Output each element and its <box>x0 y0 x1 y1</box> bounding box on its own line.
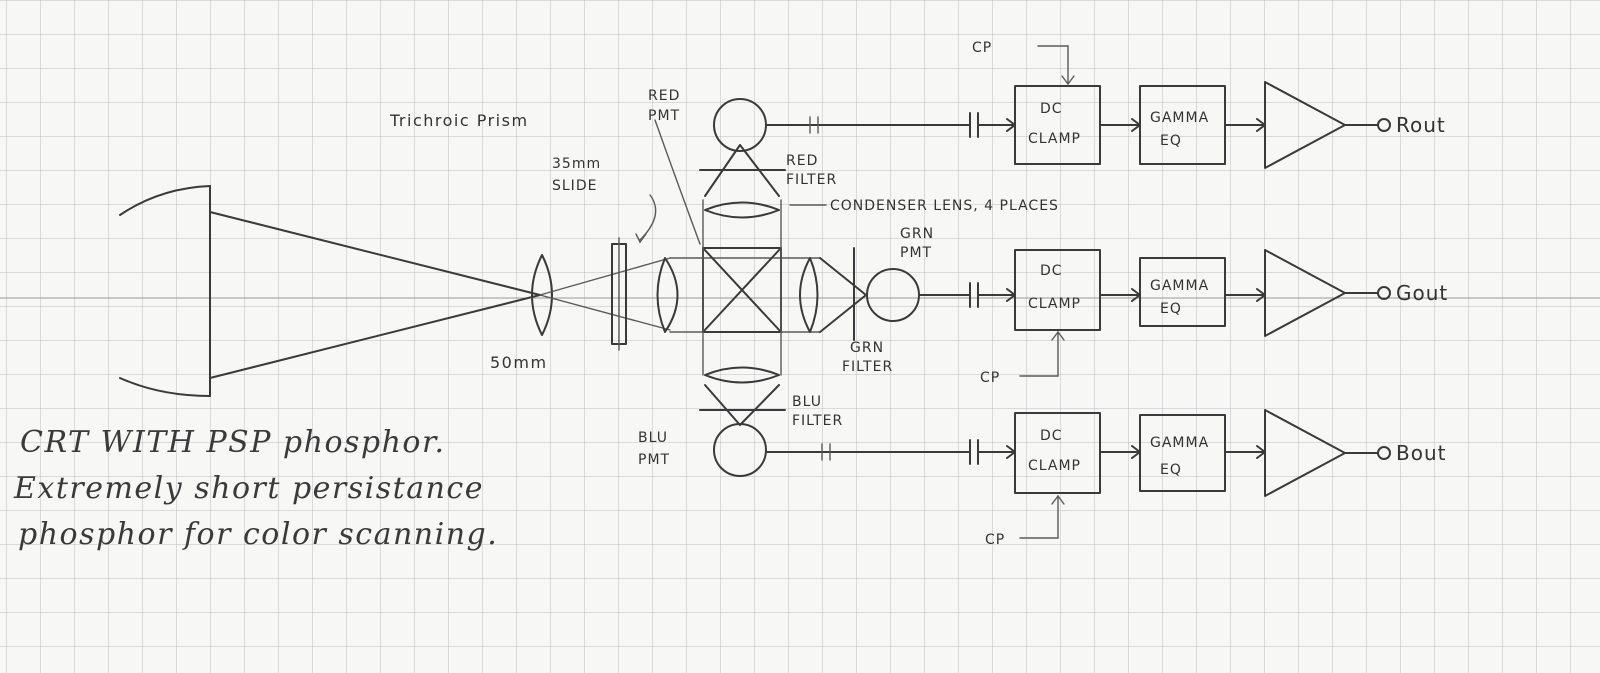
condenser-lens-bottom <box>704 366 780 384</box>
trichroic-prism <box>702 199 782 376</box>
red-eq-label: EQ <box>1160 133 1182 149</box>
red-pmt-label-2: PMT <box>648 108 680 124</box>
blu-filter-label-1: BLU <box>792 394 822 410</box>
slide-label-1: 35mm <box>552 156 601 172</box>
blu-eq-label: EQ <box>1160 462 1182 478</box>
red-amplifier <box>1264 81 1346 169</box>
r-out-label: Rout <box>1396 113 1446 137</box>
red-dc-clamp <box>1014 85 1101 165</box>
red-clamp-label: CLAMP <box>1028 131 1081 147</box>
crt-tube <box>119 185 541 397</box>
red-filter-label-2: FILTER <box>786 172 837 188</box>
blue-channel <box>765 409 1391 539</box>
crt-note-line-1: CRT WITH PSP phosphor. <box>20 425 446 460</box>
grn-clamp-label: CLAMP <box>1028 296 1081 312</box>
green-dc-clamp <box>1014 249 1101 331</box>
objective-lens <box>531 254 671 336</box>
green-channel <box>918 249 1391 377</box>
grn-pmt-label-2: PMT <box>900 245 932 261</box>
grn-filter-label-1: GRN <box>850 340 884 356</box>
grn-eq-label: EQ <box>1160 301 1182 317</box>
crt-note-line-2: Extremely short persistance <box>13 471 484 506</box>
condenser-lens-left <box>656 257 679 333</box>
red-channel <box>765 45 1391 169</box>
red-gamma-label: GAMMA <box>1150 110 1209 126</box>
red-pmt <box>713 98 767 152</box>
lens-50mm-label: 50mm <box>490 353 548 372</box>
grn-cp-label: CP <box>980 370 1000 386</box>
blu-dc-label: DC <box>1040 428 1063 444</box>
red-filter-label-1: RED <box>786 153 818 169</box>
blu-pmt-label-1: BLU <box>638 430 668 446</box>
blu-gamma-label: GAMMA <box>1150 435 1209 451</box>
blue-gamma-eq <box>1139 414 1226 492</box>
g-out-label: Gout <box>1396 281 1448 305</box>
grn-gamma-label: GAMMA <box>1150 278 1209 294</box>
crt-note-line-3: phosphor for color scanning. <box>18 517 498 552</box>
grn-pmt-label-1: GRN <box>900 226 934 242</box>
b-out-label: Bout <box>1396 441 1446 465</box>
blue-dc-clamp <box>1014 412 1101 494</box>
condenser-lens-right <box>799 257 819 333</box>
green-amplifier <box>1264 249 1346 337</box>
grn-dc-label: DC <box>1040 263 1063 279</box>
green-gamma-eq <box>1139 257 1226 327</box>
red-cp-label: CP <box>972 40 992 56</box>
slide-label-2: SLIDE <box>552 178 597 194</box>
red-dc-label: DC <box>1040 101 1063 117</box>
blue-amplifier <box>1264 409 1346 497</box>
blu-pmt <box>713 423 767 477</box>
blu-pmt-label-2: PMT <box>638 452 670 468</box>
condenser-lens-top <box>704 201 780 219</box>
blu-filter-label-2: FILTER <box>792 413 843 429</box>
blu-clamp-label: CLAMP <box>1028 458 1081 474</box>
grn-pmt <box>866 268 920 322</box>
trichroic-prism-label: Trichroic Prism <box>389 111 529 130</box>
slide-holder <box>611 194 657 351</box>
red-pmt-label-1: RED <box>648 88 680 104</box>
blu-cp-label: CP <box>985 532 1005 548</box>
grn-filter-label-2: FILTER <box>842 359 893 375</box>
condenser-label: CONDENSER LENS, 4 PLACES <box>830 198 1059 214</box>
